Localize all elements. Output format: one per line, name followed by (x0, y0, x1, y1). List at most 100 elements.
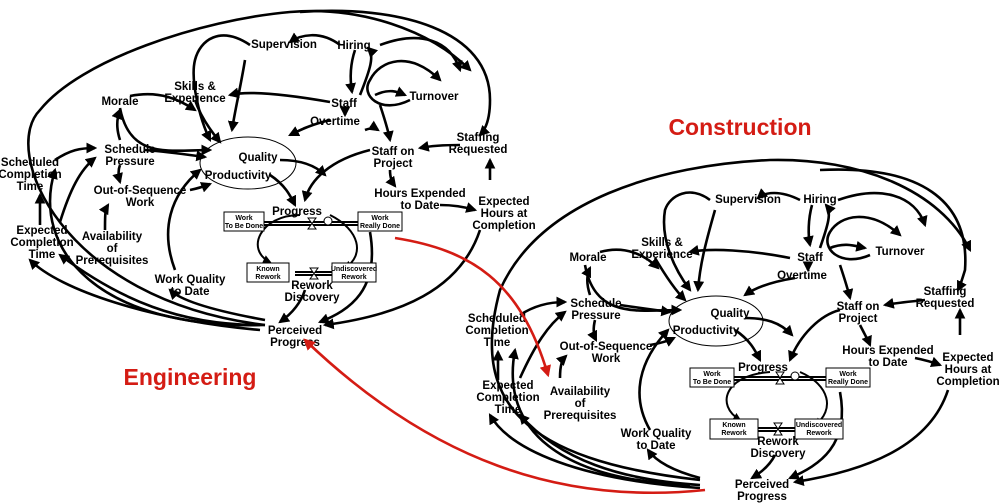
cross-diagram-links (303, 236, 706, 495)
engineering-work-really-done-box (357, 211, 403, 232)
eng-rework-disc-label-1: Rework (291, 280, 333, 292)
construction-title: Construction (668, 114, 811, 140)
con-progress-label: Progress (738, 362, 788, 374)
construction-diagram: Supervision Hiring Skills & Experience M… (465, 158, 1000, 503)
engineering-links (27, 9, 496, 332)
construction-work-to-be-done-box (689, 367, 735, 388)
eng-staffing-label-1: Staffing (457, 132, 500, 144)
con-sched-completion-label-1: Scheduled (468, 313, 526, 325)
con-sched-completion-label-2: Completion (465, 325, 528, 337)
con-hours-exp-label-1: Hours Expended (842, 345, 933, 357)
con-known-label-2: Rework (721, 430, 746, 437)
eng-progress-label: Progress (272, 206, 322, 218)
engineering-work-to-be-done-box (223, 211, 265, 232)
con-work-rd-label-2: Really Done (828, 379, 868, 386)
eng-wq-label-2: to Date (171, 286, 210, 298)
eng-morale-label: Morale (101, 96, 138, 108)
eng-quality-label: Quality (239, 152, 279, 164)
con-oos-label-2: Work (592, 353, 621, 365)
con-overtime-label: Overtime (777, 270, 827, 282)
eng-avail-label-2: of (107, 243, 118, 255)
con-sched-pressure-label-1: Schedule (570, 298, 621, 310)
construction-undiscovered-rework-box (794, 418, 844, 440)
con-staff-on-label-2: Project (839, 313, 878, 325)
eng-productivity-label: Productivity (205, 170, 272, 182)
eng-sched-completion-label-1: Scheduled (1, 157, 59, 169)
con-avail-label-3: Prerequisites (544, 410, 617, 422)
construction-work-really-done-box (825, 367, 871, 388)
con-productivity-label: Productivity (673, 325, 740, 337)
construction-known-rework-box (709, 418, 759, 440)
con-undisc-label-2: Rework (806, 430, 831, 437)
con-skills-label-1: Skills & (641, 237, 683, 249)
con-exp-completion-label-1: Expected (482, 380, 533, 392)
con-skills-label-2: Experience (631, 249, 692, 261)
engineering-title: Engineering (124, 364, 257, 390)
construction-labels: Supervision Hiring Skills & Experience M… (465, 194, 999, 503)
con-rework-disc-label-2: Discovery (751, 448, 807, 460)
con-exp-hours-label-1: Expected (942, 352, 993, 364)
eng-sched-completion-label-2: Completion (0, 169, 62, 181)
eng-work-rd-label-1: Work (371, 215, 388, 222)
con-morale-label: Morale (569, 252, 606, 264)
eng-work-tbd-label-1: Work (235, 215, 252, 222)
red-link-perceived-to-perceived (303, 338, 706, 495)
con-wq-label-2: to Date (637, 440, 676, 452)
eng-oos-label-2: Work (126, 197, 155, 209)
engineering-labels: Supervision Hiring Skills & Experience M… (0, 39, 536, 349)
eng-work-tbd-label-2: To Be Done (225, 223, 263, 230)
eng-work-rd-label-2: Really Done (360, 223, 400, 230)
con-avail-label-1: Availability (550, 386, 611, 398)
eng-exp-completion-label-1: Expected (16, 225, 67, 237)
con-exp-hours-label-3: Completion (936, 376, 999, 388)
construction-links (488, 158, 972, 490)
con-sched-pressure-label-2: Pressure (571, 310, 620, 322)
eng-sched-pressure-label-2: Pressure (105, 156, 154, 168)
con-quality-label: Quality (711, 308, 751, 320)
con-wq-label-1: Work Quality (621, 428, 692, 440)
eng-exp-completion-label-3: Time (29, 249, 56, 261)
con-sched-completion-label-3: Time (484, 337, 511, 349)
eng-skills-label-1: Skills & (174, 81, 216, 93)
con-staffing-label-2: Requested (916, 298, 975, 310)
eng-known-label-1: Known (256, 266, 279, 273)
eng-exp-hours-label-1: Expected (478, 196, 529, 208)
eng-exp-hours-label-3: Completion (472, 220, 535, 232)
con-perceived-label-2: Progress (737, 491, 787, 503)
eng-staff-on-label-2: Project (374, 158, 413, 170)
eng-known-label-2: Rework (255, 274, 280, 281)
eng-hiring-label: Hiring (337, 40, 370, 52)
eng-staff-on-label-1: Staff on (372, 146, 415, 158)
con-exp-completion-label-3: Time (495, 404, 522, 416)
eng-exp-completion-label-2: Completion (10, 237, 73, 249)
eng-supervision-label: Supervision (251, 39, 317, 51)
con-undisc-label-1: Undiscovered (796, 422, 842, 429)
con-staff-on-label-1: Staff on (837, 301, 880, 313)
eng-skills-label-2: Experience (164, 93, 225, 105)
con-rework-disc-label-1: Rework (757, 436, 799, 448)
con-hiring-label: Hiring (803, 194, 836, 206)
eng-sched-pressure-label-1: Schedule (104, 144, 155, 156)
red-link-work-done-to-availability (394, 236, 551, 378)
construction-quality-productivity-ellipse (668, 295, 764, 347)
con-work-rd-label-1: Work (839, 371, 856, 378)
eng-hours-exp-label-1: Hours Expended (374, 188, 465, 200)
eng-staffing-label-2: Requested (449, 144, 508, 156)
con-work-tbd-label-2: To Be Done (693, 379, 731, 386)
eng-sched-completion-label-3: Time (17, 181, 44, 193)
eng-staff-label: Staff (331, 98, 357, 110)
eng-undisc-label-1: Undiscovered (331, 266, 377, 273)
eng-wq-label-1: Work Quality (155, 274, 226, 286)
eng-oos-label-1: Out-of-Sequence (94, 185, 187, 197)
engineering-quality-productivity-ellipse (199, 136, 297, 190)
con-perceived-label-1: Perceived (735, 479, 789, 491)
eng-rework-disc-label-2: Discovery (285, 292, 341, 304)
con-exp-completion-label-2: Completion (476, 392, 539, 404)
eng-perceived-label-1: Perceived (268, 325, 322, 337)
con-hours-exp-label-2: to Date (869, 357, 908, 369)
con-exp-hours-label-2: Hours at (945, 364, 992, 376)
eng-turnover-label: Turnover (410, 91, 460, 103)
eng-hours-exp-label-2: to Date (401, 200, 440, 212)
